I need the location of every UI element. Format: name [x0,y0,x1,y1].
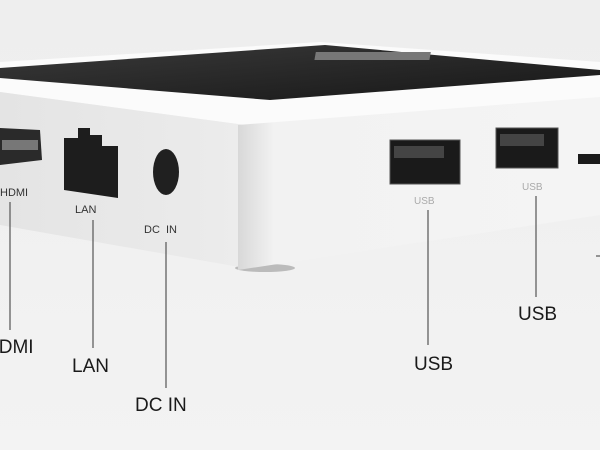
device-left-face [0,92,245,268]
usb-port-2-tongue [500,134,544,146]
callout-usb-2: USB [518,304,557,325]
device-top-surface [0,45,600,100]
printed-hdmi: HDMI [0,187,28,199]
device-logo [314,52,431,60]
callout-hdmi: HDMI [0,337,34,358]
usb-port-1-tongue [394,146,444,158]
dc-in-port [153,149,179,195]
printed-lan: LAN [75,204,96,216]
callout-lines [9,196,600,388]
card-slot [578,154,600,164]
callout-dc-in: DC IN [135,395,187,416]
callout-usb-1: USB [414,354,453,375]
printed-dc-in: DC IN [144,224,177,236]
callout-lan: LAN [72,356,109,377]
hdmi-pins [2,140,38,150]
printed-usb-2: USB [522,182,543,193]
lan-port [64,128,118,198]
printed-usb-1: USB [414,196,435,207]
